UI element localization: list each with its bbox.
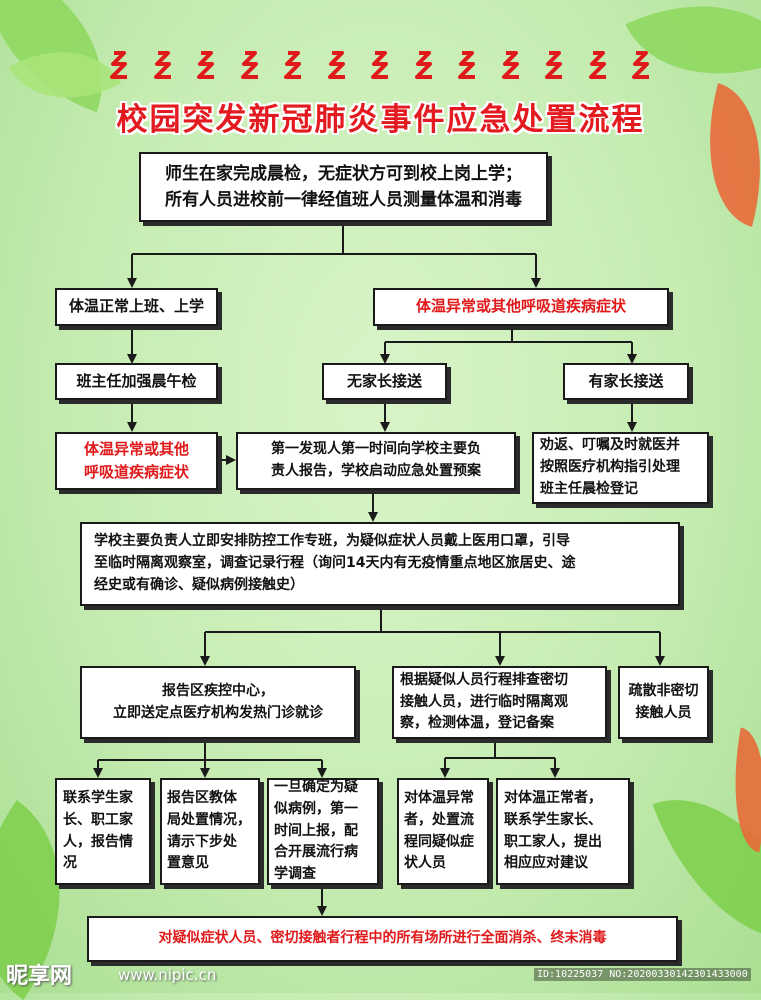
red-squiggle-icon [110, 51, 127, 79]
node-no-parent: 无家长接送 [322, 363, 447, 400]
node-text-line: 察，检测体温，登记备案 [400, 715, 554, 732]
node-contact-family: 联系学生家长、职工家人，报告情况 [55, 778, 151, 885]
node-text-line: 请示下步处 [167, 833, 237, 850]
page-title: 校园突发新冠肺炎事件应急处置流程 [116, 102, 645, 138]
node-text-line: 体温异常或其他 [83, 439, 189, 458]
node-text-line: 对体温正常者， [504, 790, 602, 807]
red-squiggle-icon [632, 51, 649, 79]
node-trace-contacts: 根据疑似人员行程排查密切接触人员，进行临时隔离观察，检测体温，登记备案 [392, 666, 607, 739]
node-text-line: 长、职工家 [63, 811, 133, 828]
node-teacher-check: 班主任加强晨午检 [55, 363, 218, 400]
node-text-line: 报告区教体 [167, 790, 237, 807]
node-text-line: 职工家人，提出 [504, 833, 602, 850]
node-final: 对疑似症状人员、密切接触者行程中的所有场所进行全面消杀、终末消毒 [87, 916, 678, 962]
node-abnormal-temp: 体温异常或其他呼吸道疾病症状 [373, 288, 669, 326]
node-text-line: 所有人员进校前一律经值班人员测量体温和消毒 [165, 190, 522, 210]
node-start: 师生在家完成晨检，无症状方可到校上岗上学； 所有人员进校前一律经值班人员测量体温和… [139, 152, 548, 222]
node-text-line: 者，处置流 [404, 811, 474, 828]
node-with-parent: 有家长接送 [563, 363, 689, 400]
node-text-line: 按照医疗机构指引处理 [540, 459, 680, 476]
node-text-line: 责人报告，学校启动应急处置预案 [271, 463, 481, 479]
node-text-line: 程同疑似症 [404, 833, 474, 850]
red-squiggle-icon [458, 51, 475, 79]
node-text-line: 合开展流行病 [274, 844, 358, 861]
node-text-line: 状人员 [404, 855, 446, 872]
red-squiggle-icon [545, 51, 562, 79]
red-squiggle-icon [501, 51, 519, 79]
node-normal-contacts: 对体温正常者， 联系学生家长、职工家人，提出相应应对建议 [496, 778, 630, 885]
node-principal: 学校主要负责人立即安排防控工作专班，为疑似症状人员戴上医用口罩，引导至临时隔离观… [80, 522, 680, 606]
node-text-line: 接触人员 [635, 704, 692, 721]
node-text-line: 联系学生家 [63, 790, 133, 807]
node-text-line: 疏散非密切 [628, 682, 699, 699]
node-text-line: 对体温异常 [404, 790, 474, 807]
node-text-line: 至临时隔离观察室，调查记录行程（询问14天内有无疫情重点地区旅居史、途 [94, 555, 576, 572]
watermark-id: ID:10225037 NO:20200330142301433000 [534, 968, 751, 981]
node-text-line: 呼吸道疾病症状 [83, 463, 189, 481]
node-first-discoverer: 第一发现人第一时间向学校主要负责人报告，学校启动应急处置预案 [236, 432, 516, 490]
node-text-line: 第一发现人第一时间向学校主要负 [271, 441, 481, 458]
watermark-url: www.nipic.cn [118, 966, 217, 984]
red-squiggle-icon [414, 51, 432, 79]
red-squiggle-icon [240, 51, 258, 79]
node-text-line: 置意见 [167, 855, 209, 872]
node-text-line: 相应应对建议 [504, 855, 588, 872]
node-parent-advice: 劝返、叮嘱及时就医并按照医疗机构指引处理班主任晨检登记 [532, 432, 709, 504]
node-text-line: 学调查 [274, 866, 316, 883]
watermark-logo: 昵享网 [6, 964, 73, 989]
squiggle-decoration-row [105, 50, 655, 84]
node-abnormal-contacts: 对体温异常者，处置流程同疑似症状人员 [397, 778, 489, 885]
node-text-line: 时间上报，配 [274, 822, 358, 839]
node-text-line: 报告区疾控中心， [162, 682, 274, 699]
node-text-line: 经史或有确诊、疑似病例接触史） [94, 576, 304, 593]
red-squiggle-icon [197, 51, 214, 79]
node-report-bureau: 报告区教体局处置情况， 请示下步处置意见 [160, 778, 260, 885]
node-text-line: 联系学生家长、 [504, 811, 602, 828]
node-text-line: 劝返、叮嘱及时就医并 [540, 437, 680, 454]
node-text-line: 师生在家完成晨检，无症状方可到校上岗上学； [165, 163, 522, 184]
red-squiggle-icon [284, 51, 301, 79]
node-normal-temp: 体温正常上班、上学 [55, 288, 218, 326]
node-text-line: 立即送定点医疗机构发热门诊就诊 [113, 704, 323, 721]
node-text-line: 局处置情况， [167, 811, 251, 828]
node-text-line: 班主任晨检登记 [540, 480, 638, 497]
node-text-line: 根据疑似人员行程排查密切 [400, 671, 568, 688]
node-text-line: 人，报告情 [63, 833, 133, 850]
node-text-line: 一旦确定为疑 [274, 779, 358, 796]
red-squiggle-icon [588, 51, 606, 79]
node-evacuate: 疏散非密切接触人员 [618, 666, 709, 739]
node-confirmed: 一旦确定为疑似病例，第一时间上报，配合开展流行病学调查 [267, 778, 379, 885]
node-text-line: 接触人员，进行临时隔离观 [400, 693, 568, 710]
node-abnormal-temp-2: 体温异常或其他呼吸道疾病症状 [55, 432, 218, 490]
node-text-line: 似病例，第一 [274, 800, 358, 817]
node-report-cdc: 报告区疾控中心， 立即送定点医疗机构发热门诊就诊 [80, 666, 356, 739]
node-text-line: 况 [63, 855, 77, 872]
red-squiggle-icon [327, 51, 345, 79]
red-squiggle-icon [153, 51, 171, 79]
node-text-line: 学校主要负责人立即安排防控工作专班，为疑似症状人员戴上医用口罩，引导 [94, 533, 570, 550]
red-squiggle-icon [371, 51, 388, 79]
